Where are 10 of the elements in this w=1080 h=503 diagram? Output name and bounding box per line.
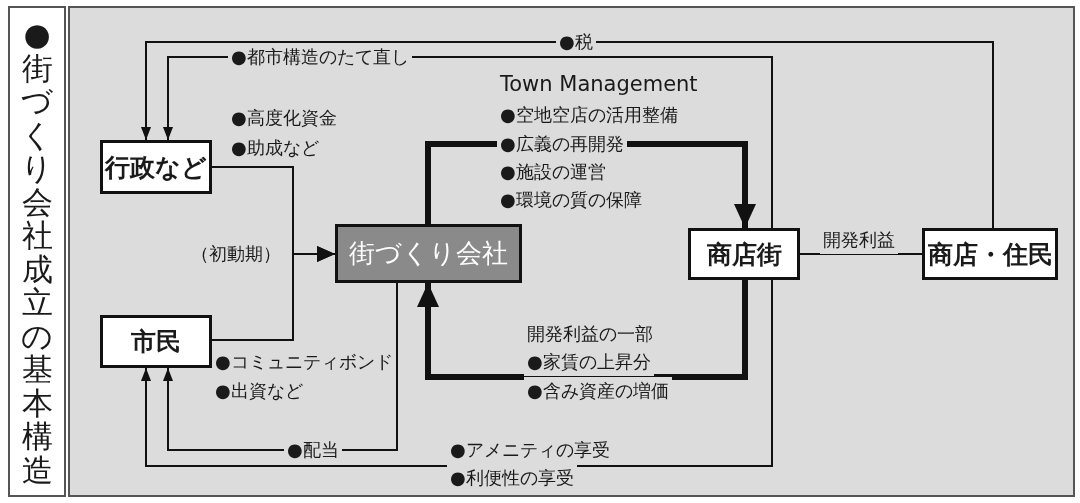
connector-line (799, 253, 923, 255)
process-box: 商店街 (688, 228, 800, 280)
process-box: 行政など (100, 140, 212, 194)
process-box: 商店・住民 (922, 228, 1058, 280)
process-box: 市民 (100, 315, 212, 368)
arrow (211, 246, 336, 341)
company-box: 街づくり会社 (335, 224, 522, 283)
arrow (417, 280, 748, 380)
title-text: ●街づくり会社成立の基本構造 (8, 6, 66, 497)
arrow (141, 41, 994, 229)
